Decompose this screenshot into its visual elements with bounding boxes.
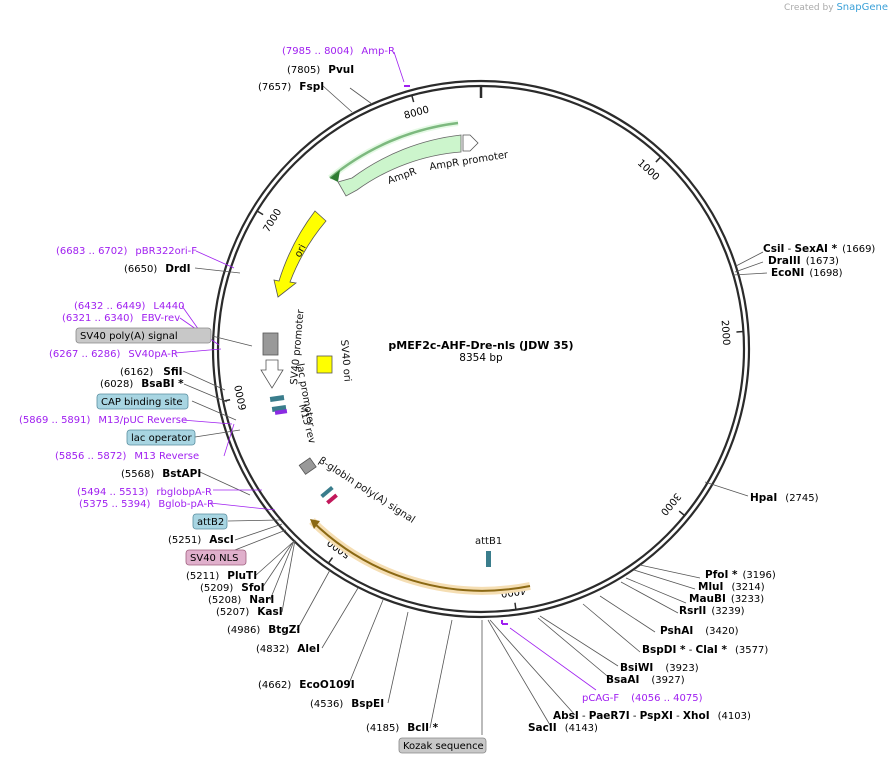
attb2-badge-bg: [192, 513, 228, 530]
primer-pbr322[interactable]: (6683 .. 6702)pBR322ori-F: [56, 246, 197, 257]
ori-feature: [273, 210, 327, 298]
site-bspdi[interactable]: BspDI * - ClaI *(3577): [642, 644, 768, 656]
backbone-outer: [211, 79, 751, 619]
primer-l4440[interactable]: (6432 .. 6449)L4440: [74, 301, 184, 312]
kozak-badge-bg: [398, 737, 487, 754]
snapgene-brand: SnapGene: [836, 2, 888, 13]
site-rsrii[interactable]: RsrII(3239): [679, 605, 745, 617]
site-alei[interactable]: (4832)AleI: [256, 643, 320, 655]
primer-amp-r[interactable]: (7985 .. 8004)Amp-R: [282, 46, 395, 57]
attb2-mark: [320, 485, 334, 499]
site-kasi[interactable]: (5207)KasI: [216, 606, 283, 618]
site-pluti[interactable]: (5211)PluTI: [186, 570, 257, 582]
tick-7000: [256, 210, 264, 216]
site-bstapi[interactable]: (5568)BstAPI: [121, 468, 201, 480]
site-csii[interactable]: CsiI - SexAI *(1669): [763, 243, 875, 255]
tick-label-3000: 3000: [658, 490, 683, 517]
site-fspi[interactable]: (7657)FspI: [258, 81, 324, 93]
site-sfii[interactable]: (6162)SfiI: [120, 366, 183, 378]
lac-operator-badge-bg: [126, 429, 196, 446]
tick-label-6000: 6000: [233, 384, 249, 411]
site-bcli[interactable]: (4185)BclI *: [366, 722, 439, 734]
primer-m13-reverse[interactable]: (5856 .. 5872)M13 Reverse: [55, 451, 199, 462]
site-pshai[interactable]: PshAI(3420): [660, 625, 739, 637]
attb2-badge[interactable]: attB2: [197, 517, 224, 528]
site-pcagf[interactable]: pCAG-F(4056 .. 4075): [582, 693, 703, 704]
primer-rbglobpa[interactable]: (5494 .. 5513)rbglobpA-R: [77, 487, 212, 498]
site-absi[interactable]: AbsI - PaeR7I - PspXI - XhoI(4103): [553, 710, 751, 722]
primer-m13-puc[interactable]: (5869 .. 5891)M13/pUC Reverse: [19, 415, 187, 426]
sv40-promoter-arrow: [260, 359, 284, 389]
tick-1000: [655, 156, 662, 163]
sv40-ori-box: [316, 355, 333, 374]
site-pfoi[interactable]: PfoI *(3196): [705, 569, 776, 581]
primer-bglob-pa[interactable]: (5375 .. 5394)Bglob-pA-R: [79, 499, 214, 510]
sv40-ori-label: SV40 ori: [338, 339, 353, 382]
cap-site-mark: [269, 395, 285, 402]
site-hpai[interactable]: HpaI(2745): [750, 492, 819, 504]
lac-operator-badge[interactable]: lac operator: [131, 433, 192, 444]
site-bsaai[interactable]: BsaAI(3927): [606, 674, 685, 686]
tick-5000: [327, 557, 334, 564]
m13-rev-mark: [274, 409, 288, 415]
sv40-nls-badge[interactable]: SV40 NLS: [190, 553, 239, 564]
site-mlui[interactable]: MluI(3214): [698, 581, 765, 593]
tick-3000: [678, 510, 686, 517]
dre-cds-arrowhead: [310, 519, 320, 529]
dre-cds-line: [311, 520, 531, 592]
site-nari[interactable]: (5208)NarI: [208, 594, 274, 606]
primer-sv40pa-r[interactable]: (6267 .. 6286)SV40pA-R: [49, 349, 178, 360]
cap-badge[interactable]: CAP binding site: [101, 397, 183, 408]
tick-label-2000: 2000: [719, 320, 732, 346]
globin-box: [298, 457, 317, 475]
site-maubi[interactable]: MauBI(3233): [689, 593, 764, 605]
ampr-green-glow: [328, 120, 459, 181]
site-econi[interactable]: EcoNI(1698): [771, 267, 843, 279]
site-asci[interactable]: (5251)AscI: [168, 534, 234, 546]
site-sacii[interactable]: SacII(4143): [528, 722, 598, 734]
ori-label: ori: [293, 243, 309, 260]
site-eco[interactable]: (4662)EcoO109I: [258, 679, 355, 691]
amp-promoter-feature: [462, 134, 479, 152]
sv40-polya-badge-bg: [75, 327, 212, 344]
ampr-arrowhead-line: [330, 170, 340, 182]
site-bsiwi[interactable]: BsiWI(3923): [620, 662, 699, 674]
callout-lines: [174, 51, 768, 735]
sv40-nls-badge-bg: [185, 549, 247, 566]
plasmid-length: 8354 bp: [459, 352, 503, 364]
sv40-polya-badge[interactable]: SV40 poly(A) signal: [80, 331, 178, 342]
nls-mark: [326, 493, 338, 505]
sv40-polya-box: [262, 332, 279, 356]
right-site-labels: CsiI - SexAI *(1669) DraIII(1673) EcoNI(…: [528, 243, 875, 734]
snapgene-watermark: Created by SnapGene: [784, 2, 888, 13]
site-sfoi[interactable]: (5209)SfoI: [200, 582, 265, 594]
site-bspei[interactable]: (4536)BspEI: [310, 698, 384, 710]
plasmid-name: pMEF2c-AHF-Dre-nls (JDW 35): [388, 339, 573, 352]
tick-8000: [411, 95, 415, 103]
tick-label-8000: 8000: [403, 104, 430, 121]
site-draiii[interactable]: DraIII(1673): [768, 255, 839, 267]
tick-label-7000: 7000: [262, 207, 285, 234]
site-pvui[interactable]: (7805)PvuI: [287, 64, 354, 76]
kozak-badge[interactable]: Kozak sequence: [403, 741, 484, 752]
ampr-feature: [337, 134, 462, 197]
tick-4000: [514, 602, 517, 610]
site-btgzi[interactable]: (4986)BtgZI: [227, 624, 300, 636]
primer-ebv-rev[interactable]: (6321 .. 6340)EBV-rev: [62, 313, 180, 324]
attb1-label: attB1: [475, 536, 502, 547]
site-drdi[interactable]: (6650)DrdI: [124, 263, 191, 275]
attb1-mark: [486, 551, 491, 567]
cap-badge-bg: [96, 393, 189, 410]
site-bsabi[interactable]: (6028)BsaBI *: [100, 378, 184, 390]
left-site-labels: (7985 .. 8004)Amp-R (7805)PvuI (7657)Fsp…: [19, 46, 487, 754]
